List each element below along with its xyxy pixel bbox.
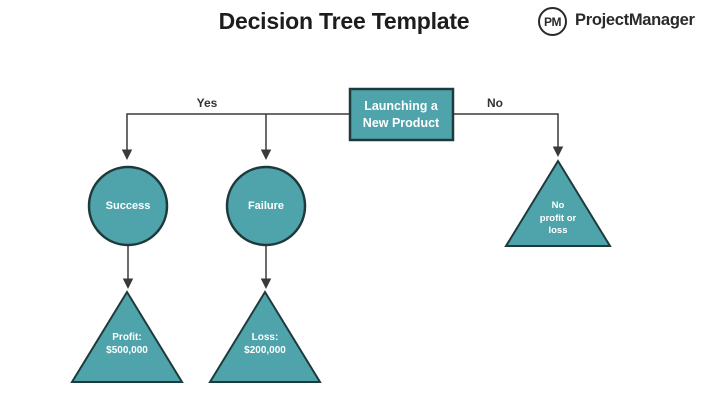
- pm-logo-icon: PM: [538, 7, 567, 36]
- pm-logo-monogram: PM: [544, 14, 562, 29]
- brand-name: ProjectManager: [575, 11, 695, 29]
- root-node-rectangle: [348, 87, 455, 142]
- failure-node-circle: [225, 165, 307, 247]
- no-profit-node-triangle: [504, 159, 612, 247]
- connector-yes-to-success: [121, 113, 349, 160]
- success-node-circle: [87, 165, 169, 247]
- connector-no-to-outcome: [453, 113, 564, 157]
- profit-node-triangle: [70, 290, 184, 383]
- loss-node-triangle: [208, 290, 322, 383]
- page-title: Decision Tree Template: [218, 8, 470, 34]
